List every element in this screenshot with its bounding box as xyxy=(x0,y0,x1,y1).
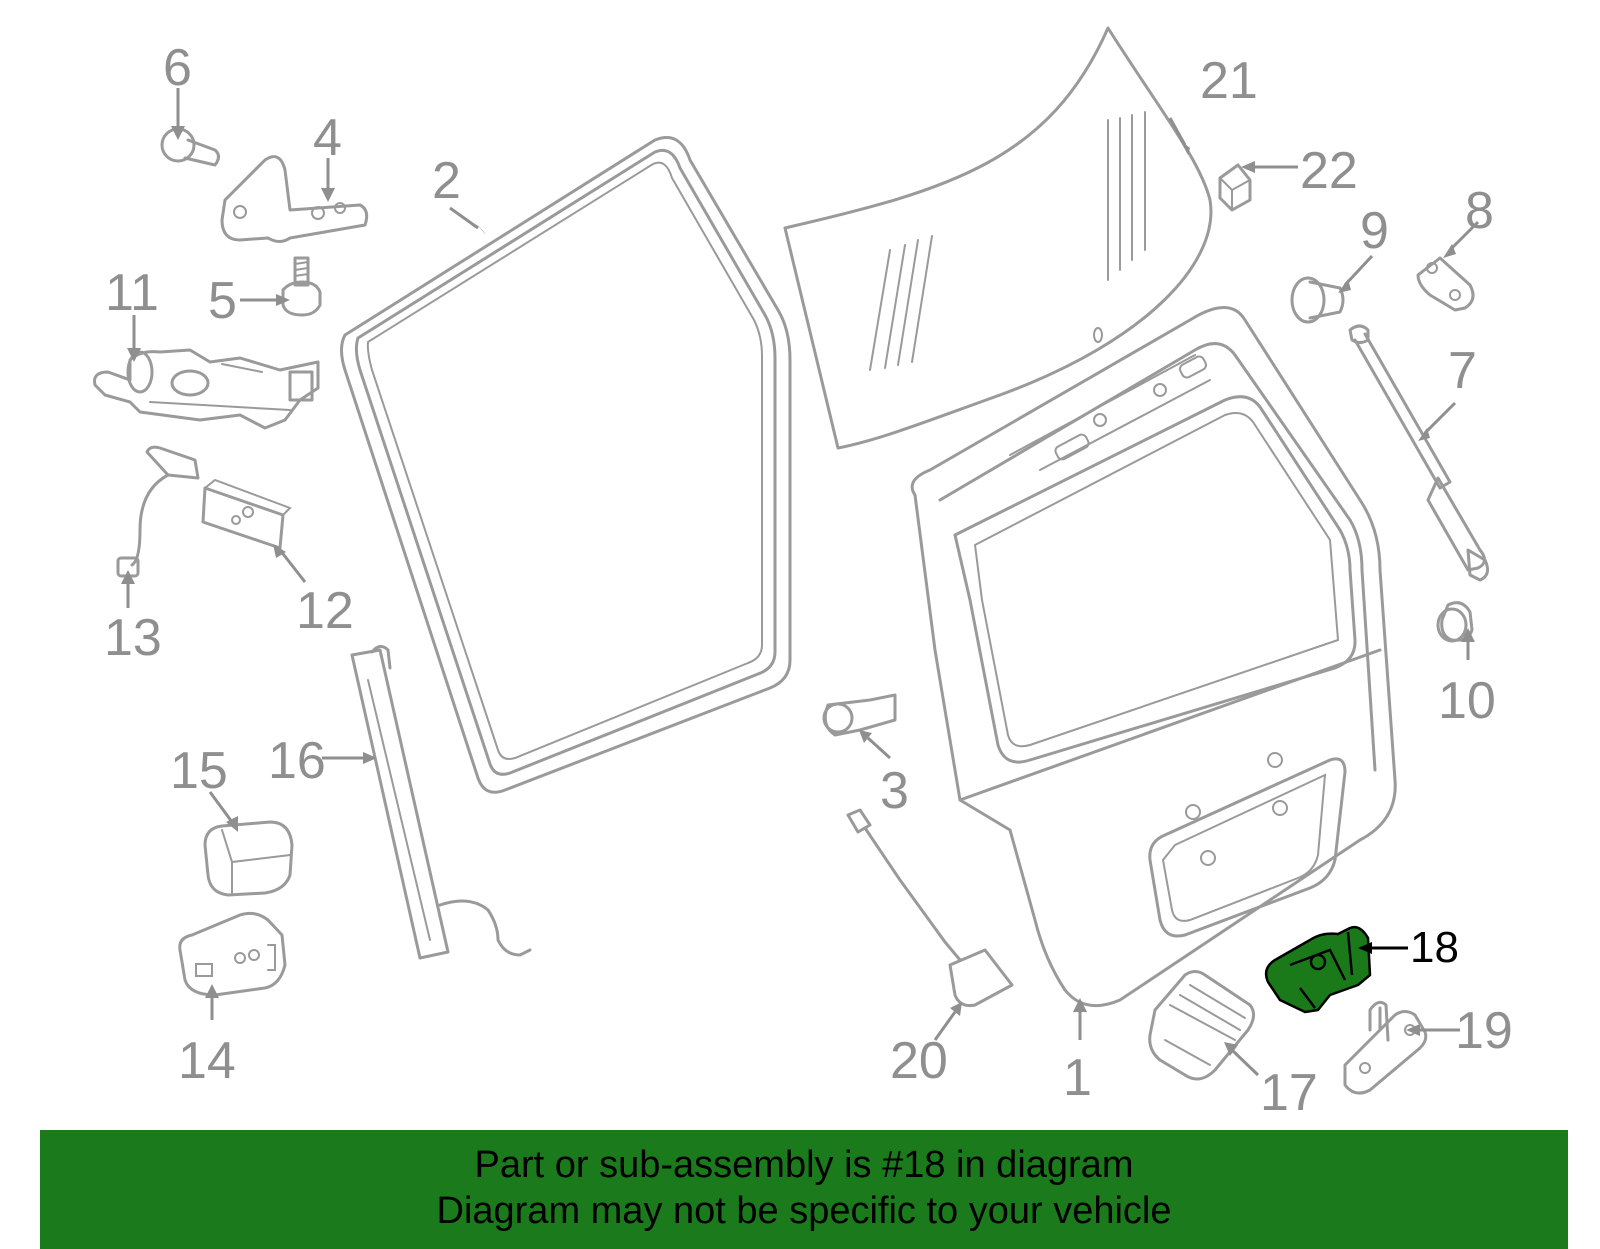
part-22-clip xyxy=(1218,163,1252,212)
banner-line-2: Diagram may not be specific to your vehi… xyxy=(436,1190,1172,1232)
callout-7: 7 xyxy=(1448,342,1477,400)
callout-14: 14 xyxy=(178,1032,236,1090)
callout-9: 9 xyxy=(1360,202,1389,260)
part-8-bracket xyxy=(1416,256,1475,312)
callout-16: 16 xyxy=(268,732,326,790)
info-banner: Part or sub-assembly is #18 in diagram D… xyxy=(40,1130,1568,1249)
part-6-bolt xyxy=(160,127,220,167)
callout-labels: 6 4 5 11 2 21 22 8 9 7 10 1 3 12 13 14 1… xyxy=(104,39,1513,1122)
part-1-liftgate xyxy=(910,306,1397,1008)
parts-diagram: 6 4 5 11 2 21 22 8 9 7 10 1 3 12 13 14 1… xyxy=(93,26,1513,1122)
callout-18: 18 xyxy=(1410,923,1459,972)
callout-13: 13 xyxy=(104,609,162,667)
callout-4: 4 xyxy=(313,109,342,167)
part-17-lamp xyxy=(1148,970,1255,1081)
callout-5: 5 xyxy=(208,272,237,330)
part-3-clip xyxy=(822,693,897,737)
part-4-hinge xyxy=(220,155,369,243)
part-14-latch xyxy=(178,911,287,997)
callout-19: 19 xyxy=(1455,1002,1513,1060)
callout-6: 6 xyxy=(163,39,192,97)
part-16-guide xyxy=(350,645,532,960)
callout-21: 21 xyxy=(1200,52,1258,110)
part-7-strut xyxy=(1348,324,1490,582)
part-18-latch-highlighted[interactable] xyxy=(1264,925,1372,1014)
part-13-harness xyxy=(116,445,200,578)
callout-10: 10 xyxy=(1438,672,1496,730)
part-9-bumper xyxy=(1290,276,1345,324)
callout-3: 3 xyxy=(880,762,909,820)
banner-line-1: Part or sub-assembly is #18 in diagram xyxy=(474,1144,1134,1186)
callout-20: 20 xyxy=(890,1032,948,1090)
callout-11: 11 xyxy=(105,264,159,322)
part-21-glass xyxy=(783,26,1213,450)
callout-17: 17 xyxy=(1260,1064,1318,1122)
part-19-striker xyxy=(1343,1000,1428,1095)
callout-15: 15 xyxy=(170,742,228,800)
callout-12: 12 xyxy=(296,582,354,640)
callout-1: 1 xyxy=(1063,1049,1092,1107)
callout-2: 2 xyxy=(432,152,461,210)
callout-22: 22 xyxy=(1300,142,1358,200)
part-20-switch xyxy=(846,808,1014,1007)
callout-8: 8 xyxy=(1465,182,1494,240)
part-15-cover xyxy=(203,820,294,897)
part-5-bolt xyxy=(281,256,322,317)
part-2-weatherstrip xyxy=(340,136,792,794)
leader-lines xyxy=(126,88,1480,1077)
part-11-actuator xyxy=(93,348,320,430)
leader-arrowheads xyxy=(121,126,1475,1056)
part-12-pad xyxy=(201,478,292,550)
